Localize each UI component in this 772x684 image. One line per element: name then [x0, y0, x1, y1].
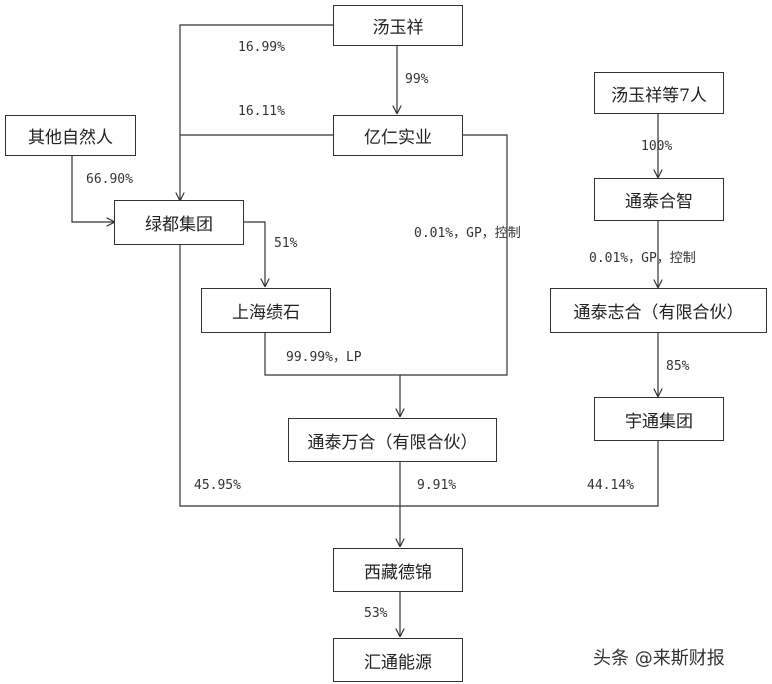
label-yiren-to-lvdu: 16.11% [238, 104, 285, 119]
edge-other-to-lvdu [71, 155, 114, 222]
label-lvdu-to-dejin: 45.95% [194, 478, 241, 493]
label-zhihe-to-yutong: 85% [666, 359, 690, 374]
label-tang-to-lvdu: 16.99% [238, 40, 285, 55]
node-huitong: 汇通能源 [333, 638, 463, 682]
node-tang-yuxiang-7: 汤玉祥等7人 [594, 72, 724, 114]
label-hezhi-to-zhihe: 0.01%，GP，控制 [589, 251, 696, 266]
watermark: 头条 @来斯财报 [593, 648, 725, 669]
node-tongtai-hezhi: 通泰合智 [594, 178, 724, 221]
label-yutong-to-dejin: 44.14% [587, 478, 634, 493]
label-lvdu-to-jishi: 51% [274, 236, 298, 251]
node-lvdu: 绿都集团 [114, 200, 244, 245]
node-tongtai-wanhe: 通泰万合（有限合伙） [288, 418, 497, 462]
node-other-persons: 其他自然人 [5, 115, 136, 156]
node-yiren: 亿仁实业 [333, 115, 463, 156]
label-dejin-to-huitong: 53% [364, 606, 388, 621]
edge-jishi-to-wanhe [264, 333, 400, 416]
edge-yutong-to-dejin [400, 441, 659, 507]
edge-lvdu-to-dejin [179, 245, 400, 507]
label-jishi-to-wanhe: 99.99%，LP [286, 350, 362, 365]
edge-tang-to-lvdu [180, 24, 333, 200]
node-tongtai-zhihe: 通泰志合（有限合伙） [550, 288, 767, 333]
node-xizang-dejin: 西藏德锦 [333, 548, 463, 592]
node-tang-yuxiang: 汤玉祥 [333, 5, 463, 46]
label-wanhe-to-dejin: 9.91% [417, 478, 457, 493]
label-tang-to-yiren: 99% [405, 72, 429, 87]
edge-lvdu-to-jishi [243, 221, 265, 286]
label-yiren-to-wanhe: 0.01%，GP，控制 [414, 226, 521, 241]
node-shanghai-jishi: 上海绩石 [201, 288, 331, 333]
edge-yiren-to-wanhe [400, 134, 508, 376]
label-other-to-lvdu: 66.90% [86, 172, 133, 187]
node-yutong: 宇通集团 [594, 397, 724, 441]
label-seven-to-hezhi: 100% [641, 139, 673, 154]
